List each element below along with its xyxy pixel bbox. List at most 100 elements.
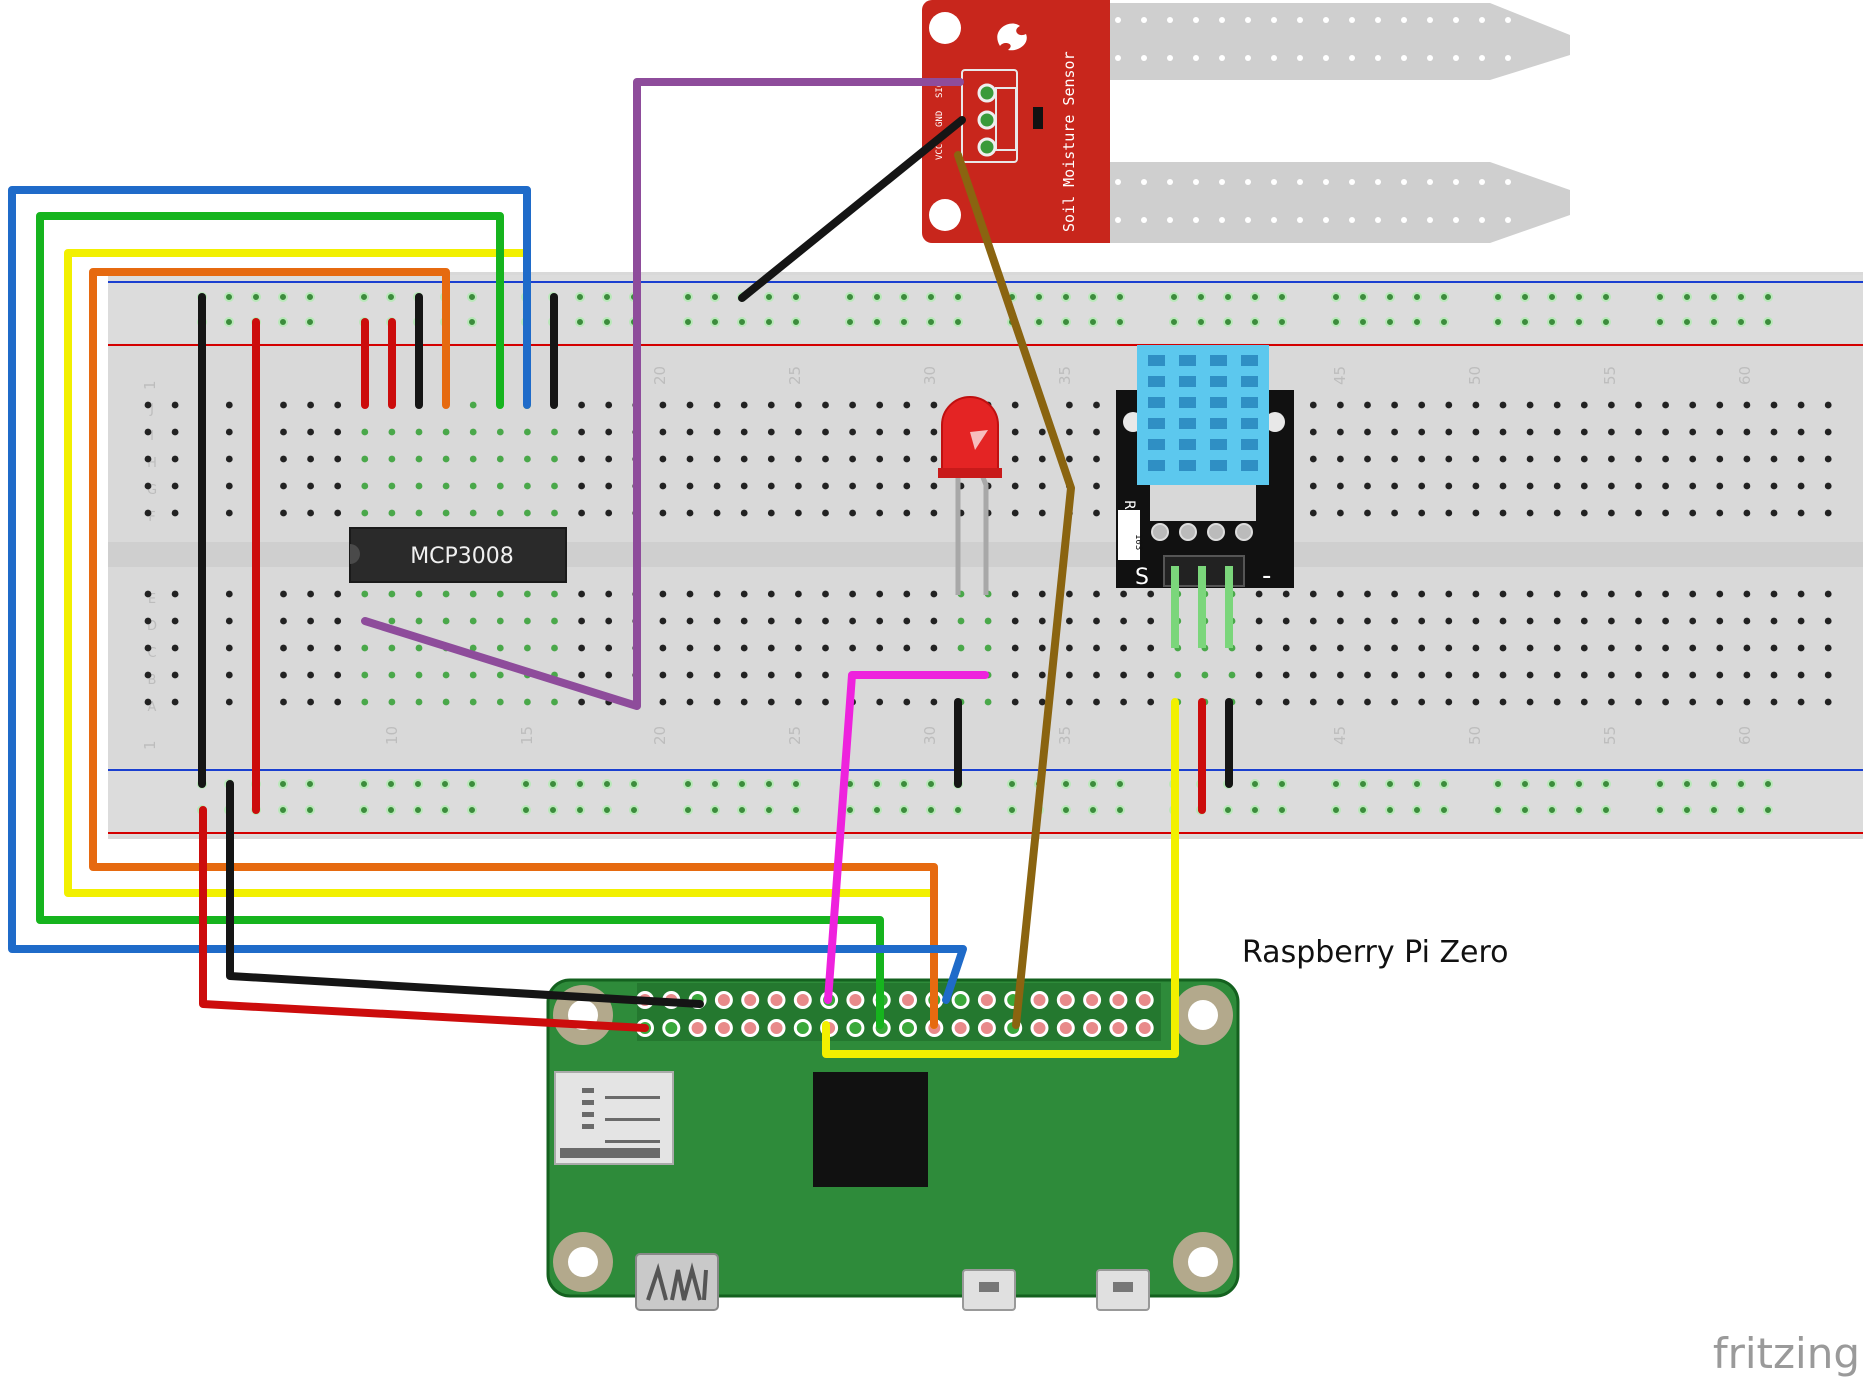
breadboard-hole — [1553, 455, 1561, 463]
rail-hole — [872, 779, 882, 789]
probe-dot — [1375, 179, 1381, 185]
breadboard-hole — [361, 509, 369, 517]
breadboard-hole — [225, 698, 233, 706]
wire-magenta-led — [824, 671, 989, 1004]
breadboard-hole — [388, 428, 396, 436]
breadboard-hole — [1309, 401, 1317, 409]
breadboard-hole — [795, 590, 802, 598]
dht-r1-label: R1 — [1121, 500, 1137, 519]
breadboard-hole — [1093, 671, 1100, 679]
col-number-top-55: 55 — [1601, 366, 1619, 385]
breadboard-hole — [442, 482, 450, 490]
rail-hole — [1250, 779, 1260, 789]
breadboard-hole — [1499, 590, 1507, 598]
breadboard-hole — [551, 509, 558, 517]
rail-hole — [1358, 292, 1368, 302]
wire-black-sensor-gnd — [738, 116, 966, 302]
breadboard-hole — [903, 455, 911, 463]
breadboard-hole — [1309, 644, 1317, 652]
rail-hole — [1385, 292, 1395, 302]
rail-hole — [1655, 779, 1665, 789]
breadboard-hole — [524, 482, 531, 490]
breadboard-hole — [171, 671, 179, 679]
dht-mount-hole-right — [1265, 412, 1285, 432]
led-reflection — [970, 430, 988, 450]
col-number-bottom-15: 15 — [518, 726, 536, 745]
rail-hole — [1088, 292, 1098, 302]
breadboard-hole — [740, 617, 748, 625]
rail-hole — [1358, 779, 1368, 789]
probe-lower — [1098, 162, 1570, 243]
breadboard-hole — [795, 482, 802, 490]
probe-dot — [1453, 17, 1459, 23]
breadboard-hole — [795, 401, 802, 409]
dht-vent — [1210, 397, 1227, 408]
breadboard-holes — [144, 292, 1832, 815]
rail-hole — [575, 292, 585, 302]
rail-hole — [1007, 779, 1017, 789]
col-number-top-1: 1 — [141, 380, 159, 390]
breadboard-hole — [1635, 401, 1642, 409]
breadboard-hole — [171, 428, 179, 436]
breadboard-hole — [1364, 644, 1371, 652]
rail-hole — [1520, 779, 1530, 789]
col-number-top-25: 25 — [786, 366, 804, 385]
probe-dot — [1375, 17, 1381, 23]
breadboard-hole — [578, 671, 585, 679]
rail-hole — [1331, 317, 1341, 327]
wire-green-spi — [36, 212, 884, 1029]
breadboard-hole — [903, 698, 911, 706]
breadboard-hole — [795, 428, 802, 436]
breadboard-hole — [280, 401, 287, 409]
breadboard-hole — [1038, 617, 1046, 625]
rail-hole — [1115, 805, 1125, 815]
breadboard-hole — [1391, 590, 1398, 598]
breadboard-hole — [1526, 401, 1534, 409]
rail-hole — [1655, 317, 1665, 327]
breadboard-hole — [171, 644, 179, 652]
breadboard-hole — [1716, 428, 1724, 436]
probe-dot — [1297, 217, 1303, 223]
probe-dot — [1219, 217, 1225, 223]
breadboard-hole — [957, 617, 965, 625]
rail-hole — [1385, 317, 1395, 327]
breadboard-hole — [1011, 671, 1019, 679]
rail-hole — [1763, 779, 1773, 789]
breadboard-hole — [1445, 617, 1453, 625]
wire-orange-spi — [89, 268, 938, 1029]
breadboard-hole — [361, 590, 369, 598]
breadboard-hole — [1608, 644, 1615, 652]
breadboard-hole — [1689, 428, 1697, 436]
rail-hole — [1574, 317, 1584, 327]
breadboard-hole — [1066, 671, 1073, 679]
breadboard-hole — [767, 590, 775, 598]
breadboard-hole — [1499, 401, 1507, 409]
probe-upper — [1098, 3, 1570, 80]
rail-hole — [1493, 805, 1503, 815]
rail-hole — [467, 779, 477, 789]
breadboard-hole — [496, 671, 504, 679]
breadboard-hole — [686, 401, 694, 409]
breadboard-hole — [849, 590, 856, 598]
breadboard-hole — [1716, 455, 1724, 463]
rail-hole — [1763, 317, 1773, 327]
rail-hole — [305, 779, 315, 789]
breadboard-hole — [903, 482, 911, 490]
dht-vent — [1210, 439, 1227, 450]
rail-hole — [737, 779, 747, 789]
breadboard-hole — [605, 644, 613, 652]
rail-hole — [953, 805, 963, 815]
micro-usb-power-socket — [1113, 1282, 1133, 1292]
breadboard-hole — [1364, 590, 1371, 598]
breadboard-hole — [795, 671, 802, 679]
breadboard-hole — [280, 428, 287, 436]
breadboard-hole — [1418, 698, 1426, 706]
rail-hole — [278, 317, 288, 327]
breadboard-hole — [496, 617, 504, 625]
breadboard-hole — [1689, 509, 1697, 517]
breadboard-hole — [469, 671, 477, 679]
breadboard-hole — [686, 455, 694, 463]
breadboard-hole — [1689, 455, 1697, 463]
breadboard-hole — [388, 482, 396, 490]
gpio-pin — [665, 1022, 678, 1034]
